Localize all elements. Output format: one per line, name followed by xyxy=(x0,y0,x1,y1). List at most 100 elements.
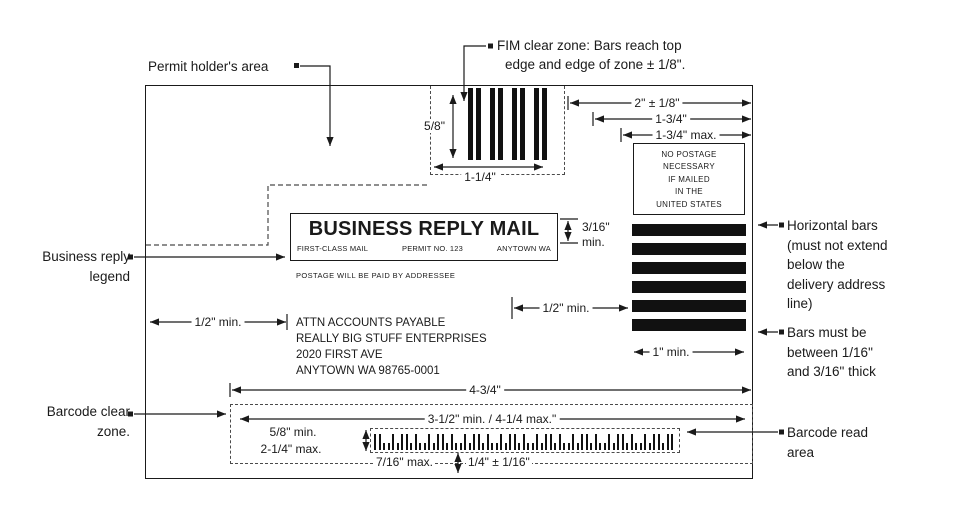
callout-permit-holder: Permit holder's area xyxy=(148,59,269,74)
postnet-bar xyxy=(522,434,525,450)
horizontal-bar xyxy=(632,300,746,312)
dim-label-fim-height: 5/8" xyxy=(412,119,448,133)
postnet-bar xyxy=(495,443,498,450)
postnet-bar xyxy=(648,443,651,450)
callout-line: delivery address xyxy=(787,276,886,292)
callout-line: Barcode clear xyxy=(46,404,130,419)
barcode-read-area-box xyxy=(370,428,680,453)
postnet-bar xyxy=(527,443,529,450)
dim-label-434: 4-3/4" xyxy=(466,383,504,397)
postnet-bar xyxy=(410,443,412,450)
postage-notice-line: NECESSARY xyxy=(663,162,715,172)
dim-label-right-margin: 1/2" min. xyxy=(539,301,593,315)
fim-bar xyxy=(490,88,495,160)
horizontal-bars-bullet xyxy=(779,222,784,228)
postnet-bar xyxy=(473,434,475,450)
dim-label-134max: 1-3/4" max. xyxy=(652,128,720,142)
postnet-bar xyxy=(603,443,606,450)
barcode-read-bullet xyxy=(779,429,784,435)
postnet-bar xyxy=(590,443,592,450)
postnet-bar xyxy=(635,443,637,450)
postnet-bar xyxy=(441,434,444,450)
fim-bar xyxy=(498,88,503,160)
callout-line: Bars must be xyxy=(787,325,867,340)
postnet-bar xyxy=(383,443,385,450)
postnet-bar xyxy=(599,443,601,450)
permit-holder-bullet xyxy=(294,63,299,68)
postnet-bar xyxy=(531,443,534,450)
postnet-bar xyxy=(549,434,552,450)
brm-permit: PERMIT NO. 123 xyxy=(402,244,464,253)
fim-bar xyxy=(476,88,481,160)
callout-line: area xyxy=(787,444,815,460)
callout-line: below the xyxy=(787,257,845,272)
bars-thickness-bullet xyxy=(779,329,784,335)
horizontal-bar xyxy=(632,243,746,255)
postage-notice-box: NO POSTAGE NECESSARY IF MAILED IN THE UN… xyxy=(633,143,745,215)
postnet-bar xyxy=(536,434,538,450)
dim-label-2in: 2" ± 1/8" xyxy=(631,96,683,110)
brm-legend-box: BUSINESS REPLY MAIL FIRST-CLASS MAIL PER… xyxy=(290,213,558,261)
postnet-bar xyxy=(630,434,633,450)
postage-paid-line: POSTAGE WILL BE PAID BY ADDRESSEE xyxy=(296,271,456,280)
postnet-bar xyxy=(459,443,462,450)
postage-notice-line: UNITED STATES xyxy=(656,199,722,209)
postnet-bar xyxy=(585,434,588,450)
callout-line: line) xyxy=(787,296,813,311)
postnet-bar xyxy=(477,434,480,450)
postnet-bar xyxy=(653,434,655,450)
callout-line: Business reply xyxy=(42,249,130,264)
horizontal-bar xyxy=(632,319,746,331)
horizontal-bars xyxy=(632,224,746,338)
address-line: ANYTOWN WA 98765-0001 xyxy=(296,365,440,377)
callout-horizontal-bars: Horizontal bars (must not extend below t… xyxy=(787,216,888,314)
address-line: ATTN ACCOUNTS PAYABLE xyxy=(296,317,446,329)
postnet-bar xyxy=(423,443,426,450)
callout-line: and 3/16" thick xyxy=(787,364,876,379)
postnet-bar xyxy=(617,434,619,450)
dim-label-barcode-span: 3-1/2" min. / 4-1/4 max." xyxy=(424,412,560,426)
brm-subline: FIRST-CLASS MAIL PERMIT NO. 123 ANYTOWN … xyxy=(291,241,557,253)
postnet-bar xyxy=(581,434,583,450)
postnet-bar xyxy=(437,434,439,450)
postnet-bar xyxy=(563,443,565,450)
dim-label-zone-height-max: 2-1/4" max. xyxy=(257,442,325,456)
postnet-barcode xyxy=(374,434,677,450)
postnet-bar xyxy=(576,443,579,450)
address-line: REALLY BIG STUFF ENTERPRISES xyxy=(296,333,487,345)
postnet-bar xyxy=(428,434,430,450)
postnet-bar xyxy=(432,443,435,450)
address-block: ATTN ACCOUNTS PAYABLE REALLY BIG STUFF E… xyxy=(296,315,487,379)
postnet-bar xyxy=(594,434,597,450)
callout-barcode-read: Barcode read area xyxy=(787,423,868,462)
postnet-bar xyxy=(572,434,574,450)
postnet-bar xyxy=(455,443,457,450)
dim-label-fim-width: 1-1/4" xyxy=(461,170,499,184)
horizontal-bar xyxy=(632,281,746,293)
postnet-bar xyxy=(392,434,394,450)
postnet-bar xyxy=(419,443,421,450)
postnet-bar xyxy=(504,443,507,450)
dim-label-134: 1-3/4" xyxy=(652,112,690,126)
dim-label-bars-width: 1" min. xyxy=(649,345,693,359)
postnet-bar xyxy=(612,443,615,450)
postage-notice-line: IF MAILED xyxy=(668,174,710,184)
postnet-bar xyxy=(491,443,493,450)
postnet-bar xyxy=(644,434,646,450)
callout-line: (must not extend xyxy=(787,237,888,253)
dim-label-left-margin: 1/2" min. xyxy=(191,315,245,329)
brm-title: BUSINESS REPLY MAIL xyxy=(308,218,540,240)
postnet-bar xyxy=(450,434,453,450)
fim-bar xyxy=(534,88,539,160)
horizontal-bar xyxy=(632,224,746,236)
postnet-bar xyxy=(626,443,628,450)
postnet-bar xyxy=(374,434,376,450)
postnet-bar xyxy=(446,443,448,450)
callout-bars-thickness: Bars must be between 1/16" and 3/16" thi… xyxy=(787,323,876,382)
fim-bar xyxy=(542,88,547,160)
callout-line: between 1/16" xyxy=(787,344,873,360)
postnet-bar xyxy=(671,434,673,450)
dim-label-legend-min: 3/16" xyxy=(580,220,612,234)
postnet-bar xyxy=(513,434,516,450)
fim-bullet xyxy=(488,43,493,49)
